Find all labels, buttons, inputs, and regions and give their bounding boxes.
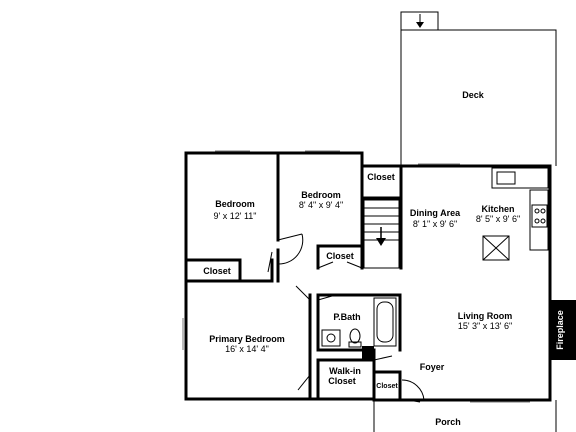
kitchen-fixtures (482, 167, 549, 261)
kitchen-dims: 8' 5" x 9' 6" (476, 214, 520, 224)
primary-label: Primary Bedroom (209, 334, 285, 344)
deck-area (400, 11, 557, 166)
primary-dims: 16' x 14' 4" (225, 344, 269, 354)
room-labels: Deck Bedroom 9' x 12' 11" Bedroom 8' 4" … (203, 90, 565, 427)
closet-mid-label: Closet (326, 251, 354, 261)
bedroom-mid-label: Bedroom (301, 190, 341, 200)
living-dims: 15' 3" x 13' 6" (458, 321, 512, 331)
bedroom-left-label: Bedroom (215, 199, 255, 209)
closet-top-label: Closet (367, 172, 395, 182)
deck-label: Deck (462, 90, 485, 100)
living-label: Living Room (458, 311, 513, 321)
interior-walls (184, 151, 403, 401)
bath-fixtures (321, 297, 397, 348)
fireplace-label: Fireplace (555, 310, 565, 350)
dining-dims: 8' 1" x 9' 6" (413, 219, 457, 229)
bedroom-mid-dims: 8' 4" x 9' 4" (299, 200, 343, 210)
walkin-label-line2: Closet (328, 376, 356, 386)
closet-left-label: Closet (203, 266, 231, 276)
pbath-label: P.Bath (333, 312, 360, 322)
walkin-label-line1: Walk-in (329, 366, 361, 376)
windows (182, 150, 530, 403)
kitchen-label: Kitchen (481, 204, 514, 214)
closet-small-label: Closet (376, 383, 398, 390)
porch-label: Porch (435, 417, 461, 427)
bedroom-left-dims: 9' x 12' 11" (214, 211, 257, 221)
staircase (363, 199, 400, 269)
doors (267, 233, 425, 403)
porch-area (373, 400, 557, 432)
dining-label: Dining Area (410, 208, 461, 218)
fireplace-block (550, 300, 576, 360)
foyer-label: Foyer (420, 362, 445, 372)
